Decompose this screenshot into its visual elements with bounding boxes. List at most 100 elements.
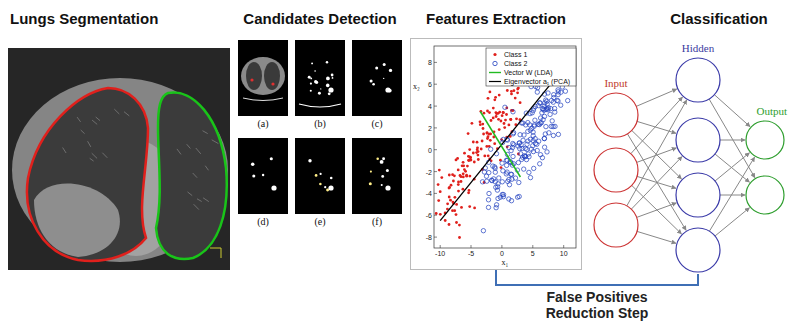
class2-point <box>489 147 493 151</box>
class2-point <box>526 120 530 124</box>
class1-point <box>448 187 451 190</box>
class1-point <box>439 213 442 216</box>
synapse <box>637 148 677 163</box>
class1-point <box>479 120 482 123</box>
class1-point <box>462 164 465 167</box>
class2-point <box>566 98 570 102</box>
y-tick <box>434 106 437 107</box>
class1-point <box>437 199 440 202</box>
left-lung-outline <box>156 92 227 258</box>
class1-point <box>477 158 480 161</box>
class1-point <box>482 127 485 130</box>
class2-point <box>486 205 490 209</box>
ct-background <box>8 48 230 270</box>
candidate-spot <box>376 158 379 161</box>
legend-sample-shape <box>489 72 501 73</box>
candidate-spot <box>326 61 328 63</box>
class2-point <box>538 162 542 166</box>
thumbnail-frame <box>238 40 288 116</box>
candidate-spot <box>383 78 384 79</box>
class1-point <box>510 93 513 96</box>
synapse <box>720 140 745 141</box>
class1-point <box>458 224 461 227</box>
legend-sample <box>489 50 502 59</box>
class2-point <box>485 179 489 183</box>
class2-point <box>531 130 535 134</box>
class2-point <box>542 136 546 140</box>
thumb-table <box>299 104 341 107</box>
legend-text: Class 1 <box>504 50 527 59</box>
class2-point <box>511 154 515 158</box>
class1-point <box>457 190 460 193</box>
class2-point <box>545 150 549 154</box>
class1-point <box>509 118 512 121</box>
class1-point <box>516 88 519 91</box>
legend-box <box>486 48 576 86</box>
class1-point <box>483 112 486 115</box>
edge-label: False Positives Reduction Step <box>517 289 677 321</box>
class1-point <box>477 154 480 157</box>
class1-point <box>463 152 466 155</box>
input-neuron <box>594 148 638 192</box>
synapse <box>637 121 676 133</box>
hidden-neuron <box>676 173 720 217</box>
plot-axes <box>434 46 576 248</box>
y-tick <box>434 237 437 238</box>
class1-point <box>462 188 465 191</box>
class1-point <box>486 132 489 135</box>
lung-vessel <box>203 198 209 202</box>
class1-point <box>505 113 508 116</box>
x-tick <box>532 245 533 248</box>
class1-point <box>457 183 460 186</box>
synapse <box>715 154 750 182</box>
candidate-spot <box>315 174 318 177</box>
class1-point <box>473 207 476 210</box>
class1-point <box>489 139 492 142</box>
legend-sample <box>489 68 502 77</box>
class2-point <box>503 105 507 109</box>
synapse <box>632 130 682 179</box>
class1-point <box>467 159 470 162</box>
candidate-spot <box>319 183 322 186</box>
class1-point <box>509 118 512 121</box>
class1-point <box>462 172 465 175</box>
output-neuron <box>746 121 784 159</box>
candidate-spot <box>326 84 330 88</box>
class1-point <box>452 180 455 183</box>
candidate-spot <box>331 74 334 77</box>
class1-point <box>444 219 447 222</box>
class1-point <box>495 115 498 118</box>
candidate-spot <box>310 77 312 79</box>
candidate-spot <box>311 62 313 64</box>
plot-frame <box>411 39 582 270</box>
class2-point <box>481 229 485 233</box>
lung-vessel <box>88 141 91 147</box>
candidate-spot <box>314 70 316 72</box>
class2-point <box>526 129 530 133</box>
class1-point <box>460 180 463 183</box>
class2-point <box>493 180 497 184</box>
class1-point <box>482 133 485 136</box>
class1-point <box>465 175 468 178</box>
class2-point <box>480 180 484 184</box>
candidate-spot <box>320 88 321 89</box>
class1-point <box>476 146 479 149</box>
right-lung <box>27 88 148 261</box>
candidate-spot <box>308 159 311 162</box>
panel-heading: Classification <box>590 8 788 30</box>
class2-point <box>515 195 519 199</box>
class1-point <box>448 186 451 189</box>
class1-point <box>466 165 469 168</box>
class1-point <box>503 122 506 125</box>
class2-point <box>494 206 498 210</box>
legend-sample-shape <box>493 61 497 65</box>
class2-point <box>550 119 554 123</box>
class2-point <box>542 145 546 149</box>
class1-point <box>460 206 463 209</box>
candidate-spot <box>375 67 378 70</box>
legend-text: Class 2 <box>504 59 527 68</box>
class1-point <box>468 205 471 208</box>
class2-point <box>511 110 515 114</box>
class2-point <box>559 90 563 94</box>
class2-point <box>538 153 542 157</box>
